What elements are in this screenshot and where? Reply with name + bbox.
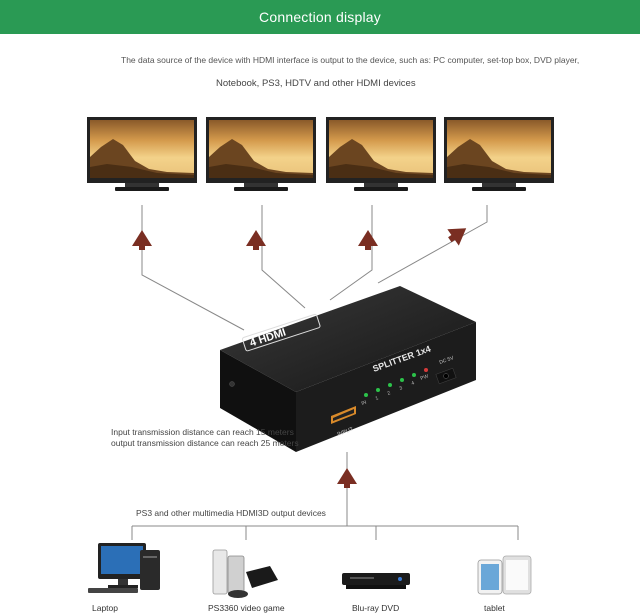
screw-icon (229, 381, 235, 387)
led-label-pw: PW (420, 373, 430, 381)
arrow-diagonal-icon (447, 228, 467, 246)
input-arrow-icon (337, 468, 357, 488)
intro-line-1: The data source of the device with HDMI … (121, 55, 580, 65)
hdmi-input-port: INPUT (331, 406, 356, 438)
led-label-4: 4 (411, 380, 416, 387)
dc-label: DC 5V (439, 355, 456, 366)
device-label-tablet: tablet (484, 603, 505, 613)
dc-jack: DC 5V (435, 355, 457, 385)
led-label-2: 2 (387, 390, 392, 397)
arrow-up-icon (358, 230, 378, 250)
led-1-icon (376, 388, 380, 392)
output-lines (141, 205, 488, 331)
arrow-up-icon (246, 230, 266, 250)
hdmi-splitter: 4 HDMI SPLITTER 1x4 INPUT IN 1 2 3 4 PW (220, 286, 476, 452)
game-console-icon (212, 549, 278, 598)
intro-line-2: Notebook, PS3, HDTV and other HDMI devic… (216, 78, 416, 89)
input-port-label: INPUT (337, 426, 355, 438)
device-label-console: PS3360 video game (208, 603, 285, 613)
led-label-in: IN (361, 399, 368, 406)
output-arrows (132, 228, 467, 250)
arrow-up-icon (132, 230, 152, 250)
tv-display-1 (87, 117, 197, 191)
led-power-icon (424, 368, 428, 372)
tablet-icon (477, 555, 532, 595)
header-title: Connection display (259, 9, 381, 25)
tv-display-4 (444, 117, 554, 191)
sources-note: PS3 and other multimedia HDMI3D output d… (136, 508, 326, 518)
led-label-1: 1 (375, 395, 380, 402)
desktop-computer-icon (88, 543, 160, 593)
device-label-dvd: Blu-ray DVD (352, 603, 400, 613)
tv-display-2 (206, 117, 316, 191)
dvd-player-icon (342, 573, 410, 589)
led-in-icon (364, 393, 368, 397)
device-label-laptop: Laptop (92, 603, 118, 613)
led-2-icon (388, 383, 392, 387)
status-leds: IN 1 2 3 4 PW (361, 368, 430, 407)
input-distance-note: Input transmission distance can reach 15… (111, 427, 294, 437)
header-bar: Connection display (0, 0, 640, 34)
output-distance-note: output transmission distance can reach 2… (111, 438, 299, 448)
led-3-icon (400, 378, 404, 382)
input-lines (131, 452, 519, 540)
tv-display-3 (326, 117, 436, 191)
led-label-3: 3 (399, 385, 404, 392)
led-4-icon (412, 373, 416, 377)
